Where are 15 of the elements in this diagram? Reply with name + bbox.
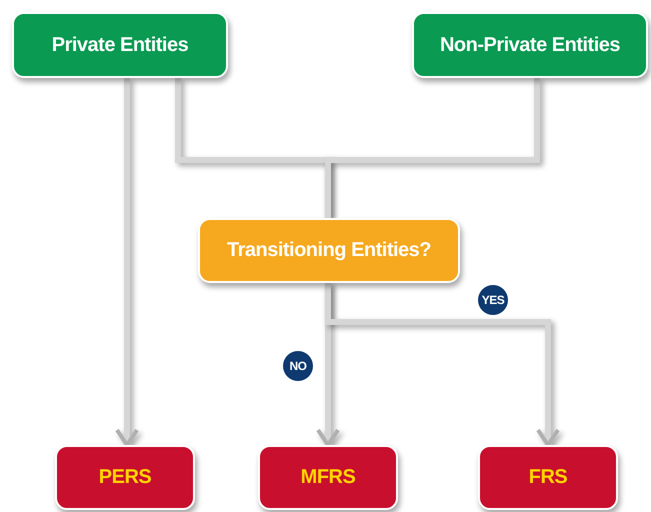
decision-box <box>198 218 460 283</box>
node-label: Private Entities <box>52 34 188 56</box>
entity-box <box>12 12 228 78</box>
node-label: MFRS <box>300 466 356 489</box>
entity-box <box>412 12 648 78</box>
node-label: Non-Private Entities <box>440 34 620 56</box>
node-label: PERS <box>98 466 152 489</box>
node-label: FRS <box>528 466 568 489</box>
result-box <box>478 445 618 510</box>
result-box <box>258 445 398 510</box>
edge-label: NO <box>283 351 313 381</box>
result-box <box>55 445 195 510</box>
arrow <box>115 78 139 447</box>
edge-label: YES <box>478 285 508 315</box>
node-label: Transitioning Entities? <box>226 239 432 262</box>
